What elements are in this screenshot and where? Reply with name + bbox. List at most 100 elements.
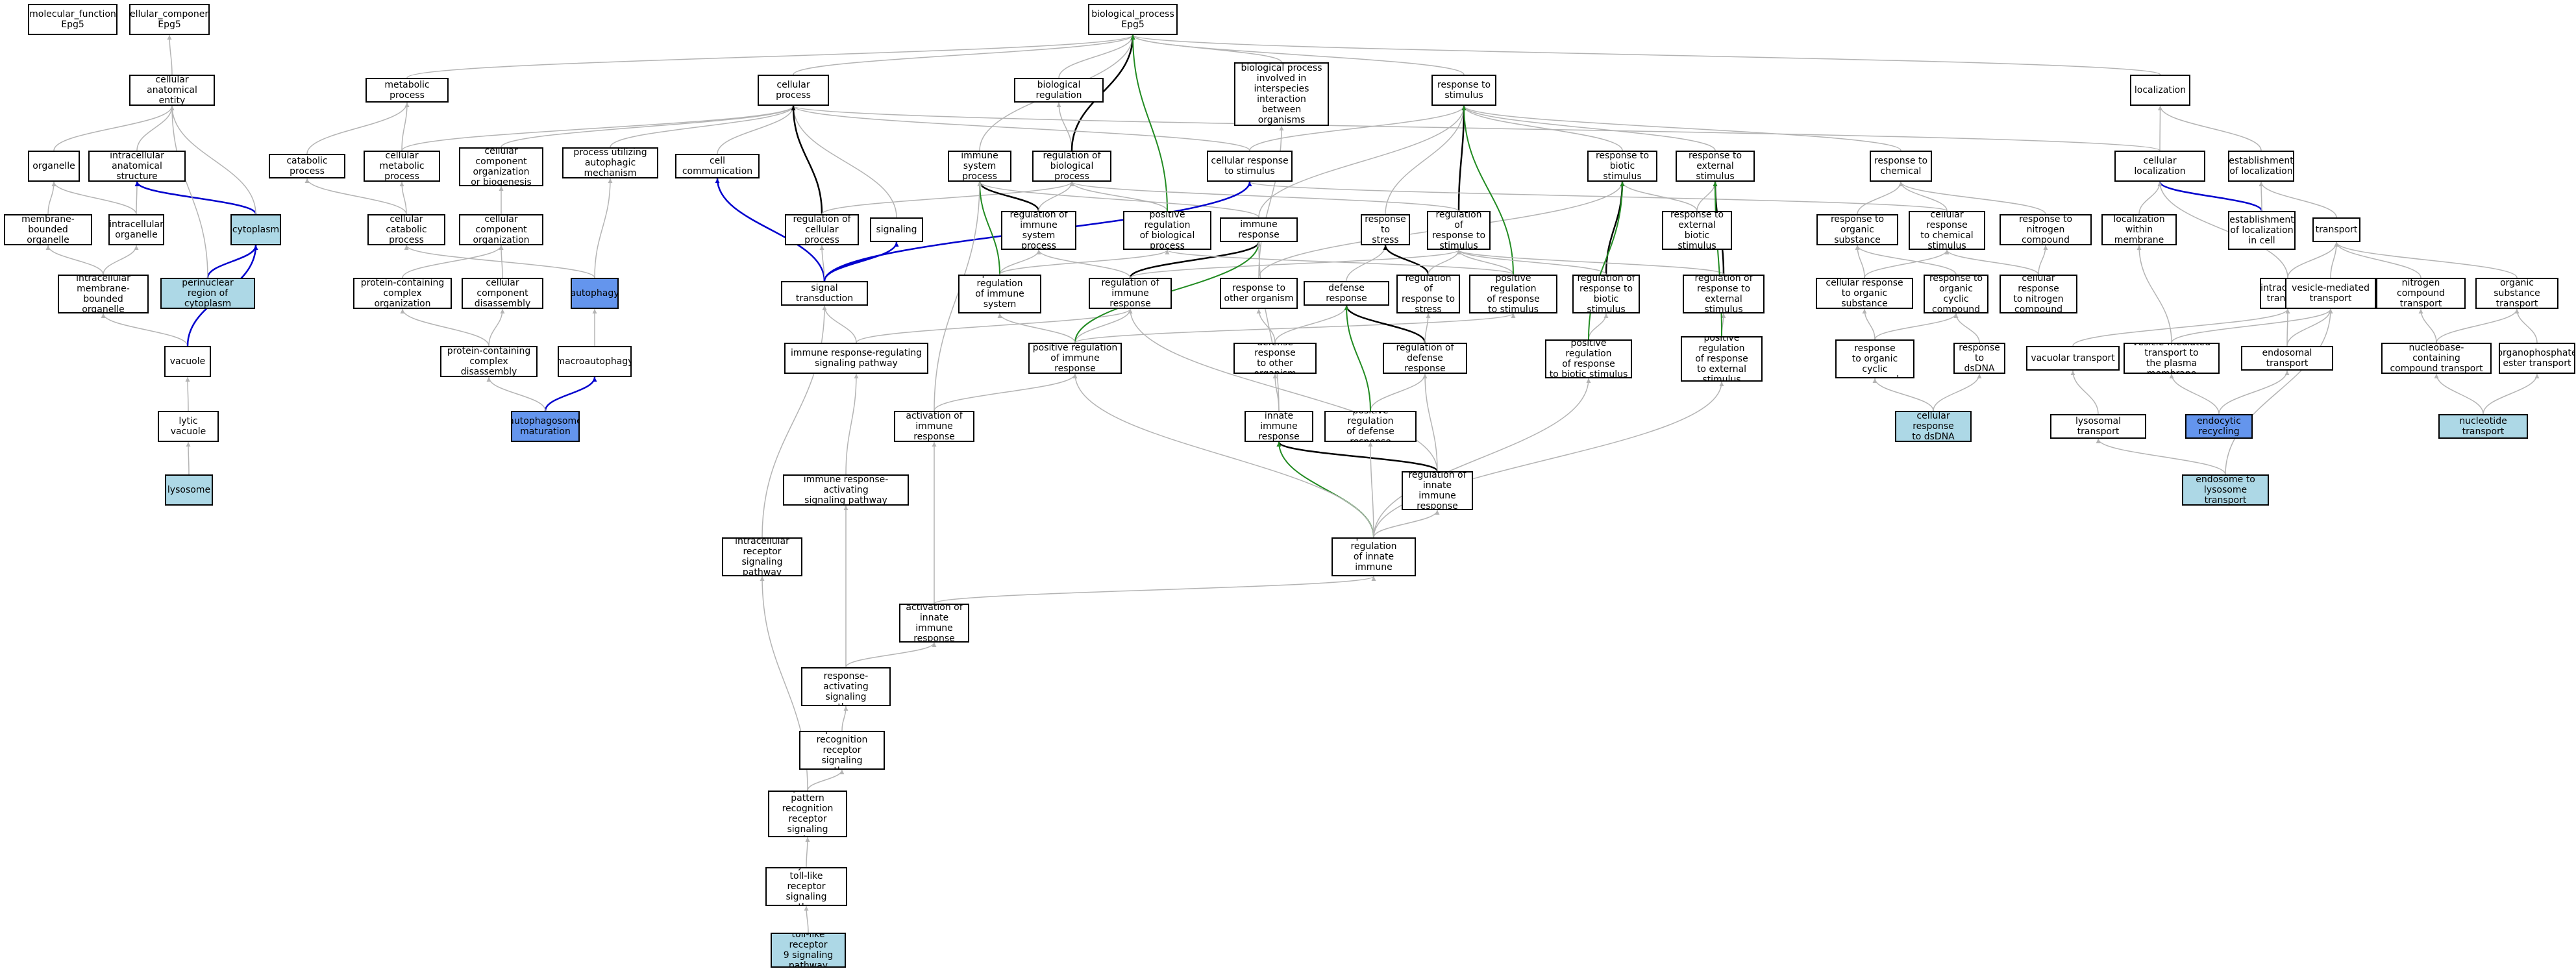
go-term-node-autophagy[interactable]: autophagy: [571, 278, 619, 309]
go-term-node-mbo[interactable]: membrane-bounded organelle: [4, 214, 92, 245]
go-term-node-cros[interactable]: cellular response to organic substance: [1816, 278, 1913, 309]
go-term-node-regcp[interactable]: regulation of cellular process: [785, 214, 859, 245]
go-term-node-endrec[interactable]: endocytic recycling: [2185, 414, 2253, 439]
go-term-node-transport[interactable]: transport: [2312, 217, 2360, 242]
go-term-node-interspecies[interactable]: biological process involved in interspec…: [1234, 62, 1329, 126]
go-term-node-ccob[interactable]: cellular component organization or bioge…: [459, 147, 543, 186]
go-term-node-rocc[interactable]: response to organic cyclic compound: [1924, 275, 1988, 313]
go-term-node-rnc[interactable]: response to nitrogen compound: [2000, 214, 2092, 245]
go-term-node-ost[interactable]: organic substance transport: [2475, 278, 2558, 309]
go-term-node-rother[interactable]: response to other organism: [1220, 278, 1298, 309]
go-term-node-posregrs[interactable]: positive regulation of response to stimu…: [1469, 275, 1557, 313]
go-term-node-cellloc[interactable]: cellular localization: [2114, 151, 2205, 182]
go-term-node-regisp[interactable]: regulation of immune system process: [1001, 211, 1076, 250]
go-term-node-vacuole[interactable]: vacuole: [164, 346, 211, 377]
go-term-node-drother[interactable]: defense response to other organism: [1233, 343, 1317, 374]
go-term-node-pcco[interactable]: protein-containing complex organization: [353, 278, 452, 309]
go-term-node-immresp[interactable]: immune response: [1220, 217, 1298, 242]
go-term-node-puam[interactable]: process utilizing autophagic mechanism: [562, 147, 658, 178]
go-term-node-irsp[interactable]: intracellular receptor signaling pathway: [722, 537, 802, 576]
go-term-node-loc[interactable]: localization: [2130, 75, 2190, 106]
go-term-node-metab[interactable]: metabolic process: [365, 78, 449, 103]
go-term-node-cco[interactable]: cellular component organization: [459, 214, 543, 245]
go-term-node-regir[interactable]: regulation of immune response: [1089, 278, 1172, 309]
go-term-node-estloc[interactable]: establishment of localization: [2228, 151, 2294, 182]
go-term-node-vmt[interactable]: vesicle-mediated transport: [2285, 278, 2376, 309]
go-term-node-defresp[interactable]: defense response: [1304, 281, 1389, 306]
go-term-node-aimmresp[interactable]: activation of immune response: [894, 411, 974, 442]
go-term-node-posregdr[interactable]: positive regulation of defense response: [1324, 411, 1417, 442]
go-term-node-sigtrans[interactable]: signal transduction: [781, 281, 868, 306]
go-term-node-posregir[interactable]: positive regulation of immune response: [1028, 343, 1122, 374]
go-term-node-nuctr[interactable]: nucleotide transport: [2438, 414, 2528, 439]
go-term-node-signaling[interactable]: signaling: [870, 217, 923, 242]
go-term-node-tlr9[interactable]: toll-like receptor 9 signaling pathway: [771, 933, 846, 968]
go-term-node-innate[interactable]: innate immune response: [1245, 411, 1313, 442]
go-term-node-endotr[interactable]: endosomal transport: [2241, 346, 2333, 371]
go-term-node-crocc[interactable]: cellular response to organic cyclic comp…: [1835, 339, 1914, 378]
go-term-node-posregbp[interactable]: positive regulation of biological proces…: [1123, 211, 1211, 250]
go-term-node-regdr[interactable]: regulation of defense response: [1383, 343, 1467, 374]
go-term-node-posregrbs[interactable]: positive regulation of response to bioti…: [1545, 339, 1632, 378]
go-term-node-vmtpm[interactable]: vesicle-mediated transport to the plasma…: [2124, 343, 2220, 374]
go-term-node-pcd[interactable]: protein-containing complex disassembly: [440, 346, 538, 377]
go-term-node-perinuclear[interactable]: perinuclear region of cytoplasm: [160, 278, 255, 309]
go-term-node-iirasp[interactable]: innate immune response-activating signal…: [801, 667, 891, 706]
go-term-node-cc[interactable]: cellular_component Epg5: [129, 4, 210, 35]
go-term-node-e2lt[interactable]: endosome to lysosome transport: [2182, 474, 2269, 506]
go-term-node-cprrsp[interactable]: cytosolic pattern recognition receptor s…: [768, 791, 847, 837]
go-term-node-posregiir[interactable]: positive regulation of innate immune res…: [1331, 537, 1416, 576]
go-term-node-ros[interactable]: response to organic substance: [1816, 214, 1898, 245]
go-term-node-lysotr[interactable]: lysosomal transport: [2050, 414, 2146, 439]
go-term-node-cytoplasm[interactable]: cytoplasm: [230, 214, 281, 245]
go-term-node-lysosome[interactable]: lysosome: [165, 474, 213, 506]
go-term-node-regiir[interactable]: regulation of innate immune response: [1402, 471, 1473, 510]
go-term-node-regrs[interactable]: regulation of response to stimulus: [1427, 211, 1491, 250]
go-term-node-rdsdna[interactable]: response to dsDNA: [1953, 343, 2005, 374]
go-term-node-bp[interactable]: biological_process Epg5: [1088, 4, 1178, 35]
go-term-node-io[interactable]: intracellular organelle: [108, 214, 164, 245]
go-term-node-posregisp[interactable]: positive regulation of immune system pro…: [958, 275, 1041, 313]
go-term-node-mf[interactable]: molecular_function Epg5: [28, 4, 118, 35]
go-term-node-regres[interactable]: regulation of response to external stimu…: [1683, 275, 1765, 313]
go-term-node-rstress[interactable]: response to stress: [1361, 214, 1410, 245]
go-term-node-ccp[interactable]: cellular catabolic process: [367, 214, 445, 245]
go-term-node-crs[interactable]: cellular response to stimulus: [1207, 151, 1293, 182]
go-term-node-apmat[interactable]: autophagosome maturation: [511, 411, 580, 442]
go-term-node-resp_stim[interactable]: response to stimulus: [1431, 75, 1496, 106]
go-term-node-nbcct[interactable]: nucleobase-containing compound transport: [2381, 343, 2492, 374]
go-term-node-prrsp[interactable]: pattern recognition receptor signaling p…: [799, 731, 885, 770]
go-term-node-crchem[interactable]: cellular response to chemical stimulus: [1909, 211, 1985, 250]
go-term-node-crnc[interactable]: cellular response to nitrogen compound: [2000, 275, 2077, 313]
go-term-node-opet[interactable]: organophosphate ester transport: [2499, 343, 2575, 374]
go-term-node-cmp[interactable]: cellular metabolic process: [364, 151, 440, 182]
go-term-node-res[interactable]: response to external stimulus: [1676, 151, 1755, 182]
go-term-node-ccd[interactable]: cellular component disassembly: [462, 278, 543, 309]
go-term-node-cellproc[interactable]: cellular process: [758, 75, 829, 106]
go-term-node-crdsdna[interactable]: cellular response to dsDNA: [1895, 411, 1972, 442]
go-term-node-catab[interactable]: catabolic process: [269, 154, 345, 178]
go-term-node-ias[interactable]: intracellular anatomical structure: [88, 151, 186, 182]
go-term-node-rbs[interactable]: response to biotic stimulus: [1587, 151, 1657, 182]
go-term-node-cae[interactable]: cellular anatomical entity: [129, 75, 215, 106]
go-term-node-elic[interactable]: establishment of localization in cell: [2228, 211, 2296, 250]
go-term-node-rebs[interactable]: response to external biotic stimulus: [1662, 211, 1732, 250]
go-term-node-posregres[interactable]: positive regulation of response to exter…: [1681, 336, 1763, 382]
go-term-node-cellcomm[interactable]: cell communication: [675, 154, 760, 178]
go-term-node-lyticvac[interactable]: lytic vacuole: [158, 411, 219, 442]
go-term-node-regrstress[interactable]: regulation of response to stress: [1396, 275, 1460, 313]
go-term-node-bioreg[interactable]: biological regulation: [1014, 78, 1104, 103]
go-term-node-vactr[interactable]: vacuolar transport: [2026, 346, 2120, 371]
go-term-node-nct[interactable]: nitrogen compound transport: [2376, 278, 2466, 309]
go-term-node-etlrsp[interactable]: endolysosomal toll-like receptor signali…: [765, 867, 847, 906]
go-term-node-isp[interactable]: immune system process: [948, 151, 1011, 182]
go-term-node-organelle[interactable]: organelle: [28, 151, 80, 182]
go-term-node-regbp[interactable]: regulation of biological process: [1032, 151, 1111, 182]
go-term-node-iras[interactable]: immune response-activating signaling pat…: [783, 474, 909, 506]
go-term-node-macroaut[interactable]: macroautophagy: [558, 346, 632, 377]
go-term-node-imbo[interactable]: intracellular membrane-bounded organelle: [58, 275, 149, 313]
go-term-node-lwm[interactable]: localization within membrane: [2101, 214, 2177, 245]
go-term-node-rchem[interactable]: response to chemical: [1870, 151, 1932, 182]
go-term-node-regrbs[interactable]: regulation of response to biotic stimulu…: [1572, 275, 1640, 313]
go-term-node-irrsp[interactable]: immune response-regulating signaling pat…: [784, 343, 928, 374]
